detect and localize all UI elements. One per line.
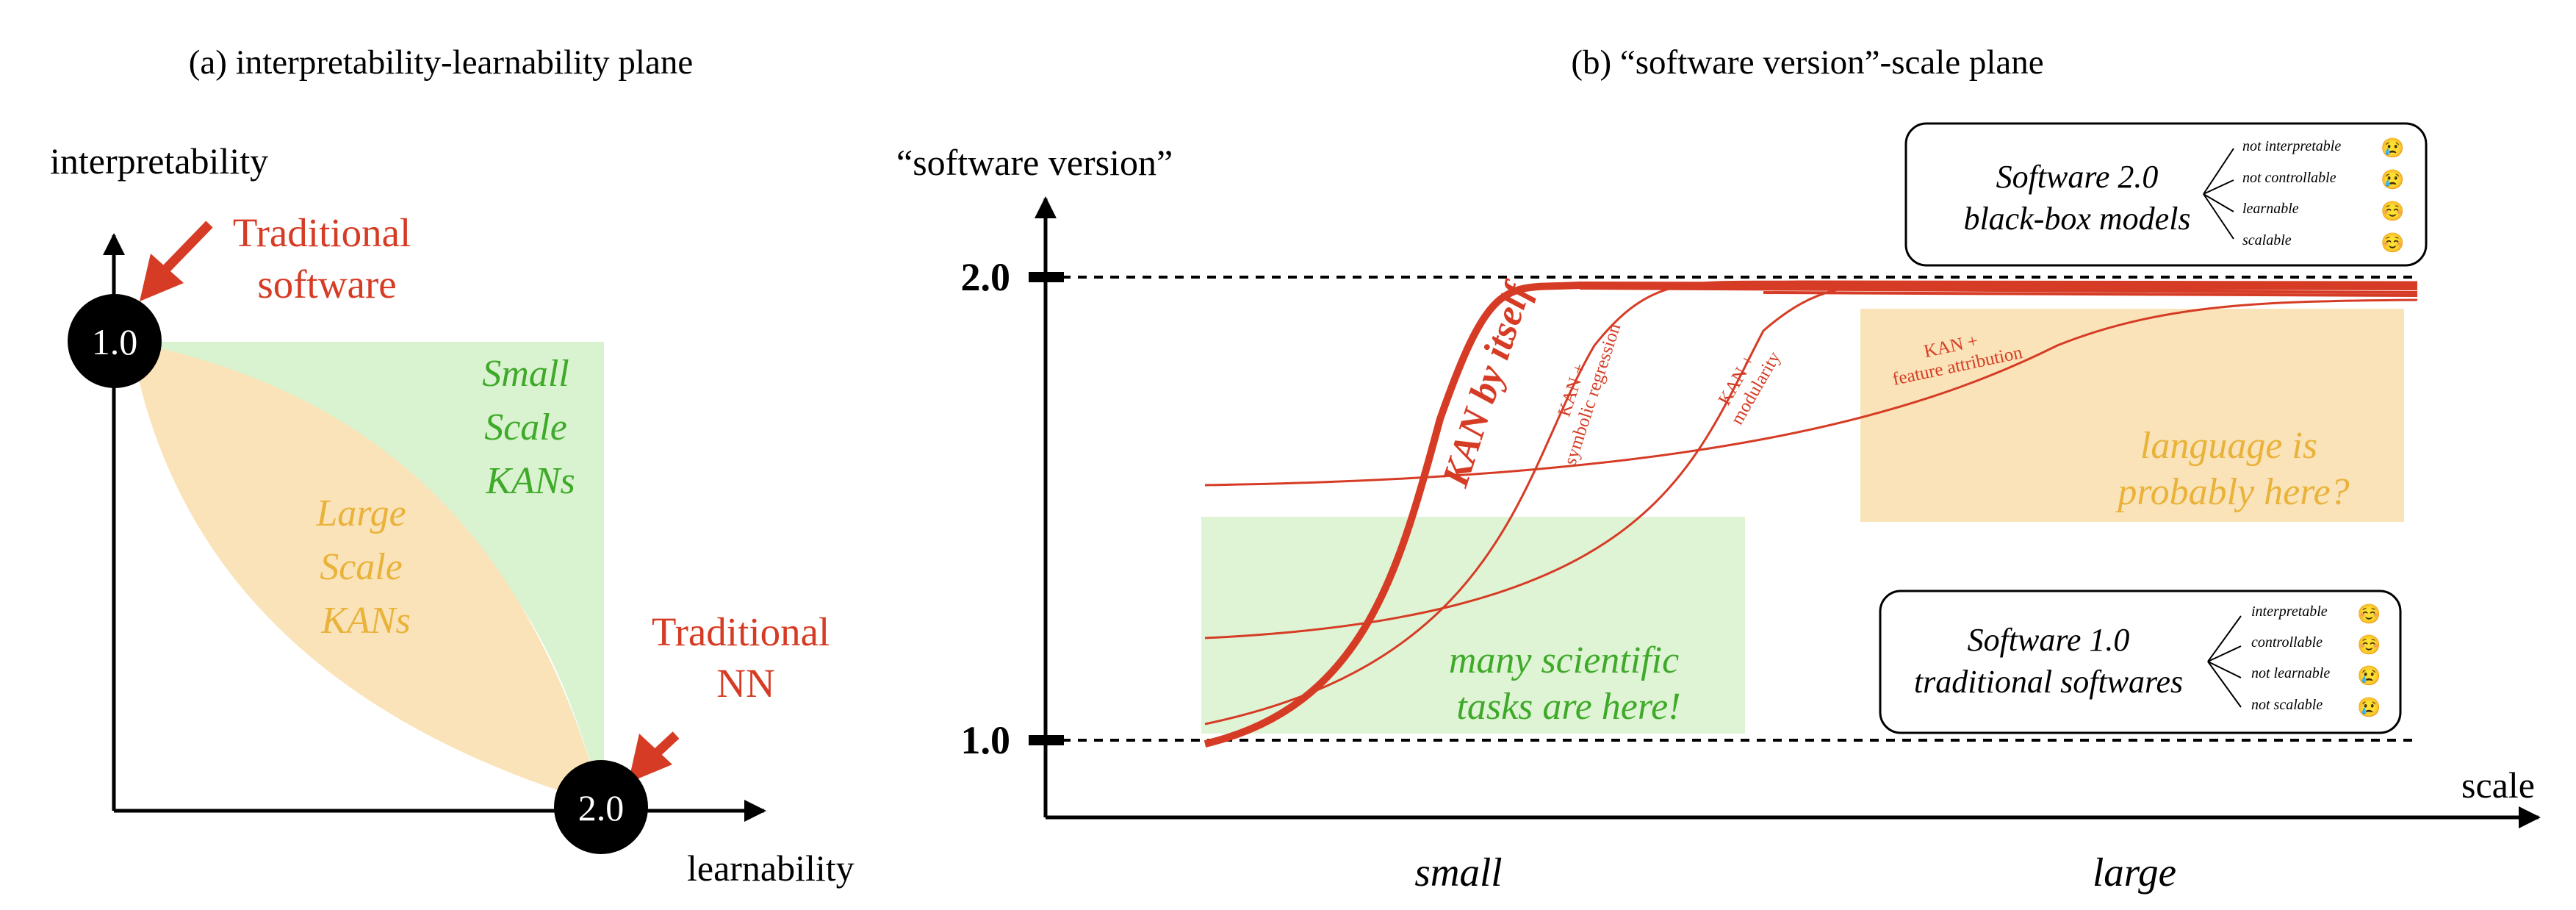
software-1-item-3: not learnable <box>2251 665 2330 681</box>
traditional-software-label: Traditional software <box>233 210 421 307</box>
symbolic-regression-curve <box>1204 280 2418 726</box>
scientific-tasks-label: many scientific tasks are here! <box>1449 639 1688 728</box>
software-2-box: Software 2.0 black-box models not interp… <box>1904 122 2428 267</box>
scientific-tasks-region <box>1201 517 1745 734</box>
point-2-label: 2.0 <box>578 787 625 828</box>
software-1-item-4: not scalable <box>2251 697 2323 713</box>
small-kans-label: Small Scale KANs <box>482 353 578 502</box>
arrow-to-2 <box>628 731 680 783</box>
y-axis-label-b: “software version” <box>896 142 1173 183</box>
software-1-item-2: controllable <box>2251 634 2323 651</box>
kan-by-itself-curve <box>1204 281 2418 748</box>
software-2-item-3: learnable <box>2242 201 2299 217</box>
language-region <box>1860 309 2404 522</box>
software-2-subtitle: black-box models <box>1963 201 2190 237</box>
point-1-label: 1.0 <box>92 321 138 362</box>
point-1-circle <box>68 294 162 388</box>
tick-1-label: 1.0 <box>961 718 1011 762</box>
smile-face-icon: ☺️ <box>2381 201 2404 222</box>
x-axis-label-b: scale <box>2461 764 2535 806</box>
sad-face-icon: 😢 <box>2381 169 2404 190</box>
smile-face-icon: ☺️ <box>2357 603 2381 625</box>
x-axis-label-a: learnability <box>687 848 855 889</box>
smile-face-icon: ☺️ <box>2357 634 2381 656</box>
small-kans-region <box>131 342 604 805</box>
software-2-title: Software 2.0 <box>1996 159 2159 195</box>
traditional-nn-label: Traditional NN <box>652 609 840 706</box>
feature-attribution-curve <box>1204 298 2418 487</box>
tick-2-label: 2.0 <box>961 255 1011 299</box>
sad-face-icon: 😢 <box>2381 137 2404 159</box>
x-small-label: small <box>1414 850 1502 895</box>
x-large-label: large <box>2093 850 2176 895</box>
converged-bundle-curve <box>1579 287 2418 294</box>
converged-bundle-curve-2 <box>1763 291 2418 297</box>
language-label: language is probably here? <box>2115 425 2349 513</box>
sad-face-icon: 😢 <box>2357 697 2381 718</box>
software-2-brace <box>2203 148 2234 240</box>
modularity-curve <box>1204 282 2418 639</box>
panel-a-title: (a) interpretability-learnability plane <box>189 43 693 82</box>
sad-face-icon: 😢 <box>2357 665 2381 687</box>
arrow-to-1 <box>140 221 213 301</box>
software-2-item-4: scalable <box>2242 232 2292 248</box>
y-axis-label-a: interpretability <box>50 140 268 182</box>
software-1-subtitle: traditional softwares <box>1914 664 2183 700</box>
large-kans-label: Large Scale KANs <box>315 492 415 642</box>
panel-a: (a) interpretability-learnability plane … <box>50 43 855 889</box>
software-1-title: Software 1.0 <box>1968 622 2130 658</box>
software-1-box: Software 1.0 traditional softwares inter… <box>1879 590 2402 734</box>
software-1-item-1: interpretable <box>2251 603 2328 620</box>
symbolic-regression-label: KAN + symbolic regression <box>1541 315 1625 467</box>
software-2-item-2: not controllable <box>2242 170 2336 186</box>
large-kans-region <box>131 342 604 805</box>
panel-b: (b) “software version”-scale plane many … <box>896 43 2541 895</box>
point-2-circle <box>554 760 648 854</box>
software-1-brace <box>2207 615 2242 708</box>
software-2-item-1: not interpretable <box>2242 138 2341 154</box>
panel-b-title: (b) “software version”-scale plane <box>1571 43 2043 82</box>
smile-face-icon: ☺️ <box>2381 232 2404 254</box>
